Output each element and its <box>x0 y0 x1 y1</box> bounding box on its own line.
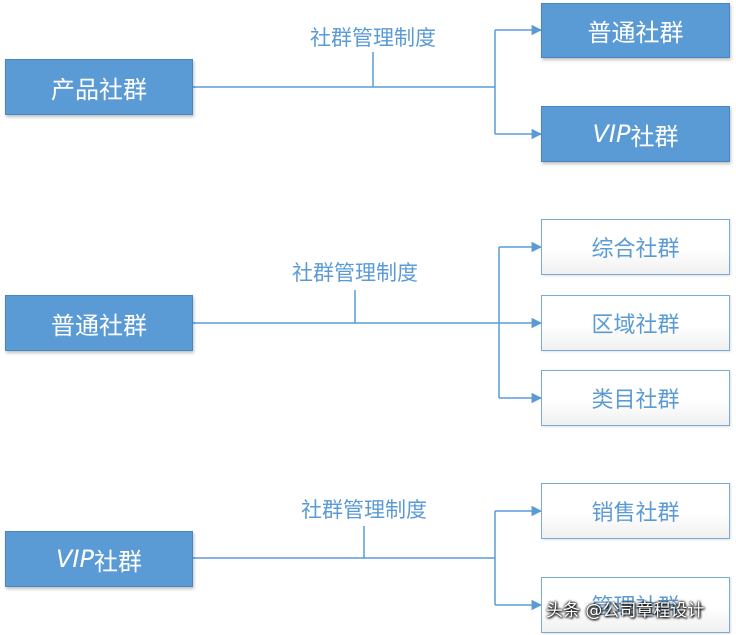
source-node-regular-community: 普通社群 <box>5 295 193 351</box>
policy-label: 社群管理制度 <box>301 498 427 522</box>
target-node-general-community: 综合社群 <box>541 219 730 275</box>
target-node-management-community: 管理社群 <box>541 577 730 633</box>
target-node-label: 综合社群 <box>591 237 680 262</box>
target-node-regional-community: 区域社群 <box>541 295 730 351</box>
target-node-label: 销售社群 <box>591 501 680 526</box>
source-node-label: 社群 <box>93 547 142 576</box>
source-node-product-community: 产品社群 <box>5 59 193 115</box>
source-node-prefix: VIP <box>56 545 94 573</box>
source-node-label: 产品社群 <box>51 75 147 104</box>
group-2-connectors <box>193 241 543 404</box>
group-3-connectors <box>193 505 543 611</box>
watermark: 头条 @公司章程设计 <box>546 601 705 621</box>
target-node-regular-community: 普通社群 <box>541 3 730 58</box>
target-node-prefix: VIP <box>592 120 631 148</box>
target-node-label: 区域社群 <box>591 313 680 338</box>
target-node-category-community: 类目社群 <box>541 370 730 426</box>
target-node-label: 普通社群 <box>587 19 684 47</box>
source-node-label: 普通社群 <box>51 311 147 340</box>
target-node-sales-community: 销售社群 <box>541 483 730 539</box>
policy-label: 社群管理制度 <box>310 26 436 50</box>
policy-label: 社群管理制度 <box>292 261 418 285</box>
group-1-connectors <box>193 24 543 140</box>
target-node-label: 类目社群 <box>591 388 680 413</box>
target-node-label: 管理社群 <box>591 595 680 620</box>
target-node-label: 社群 <box>630 122 679 151</box>
